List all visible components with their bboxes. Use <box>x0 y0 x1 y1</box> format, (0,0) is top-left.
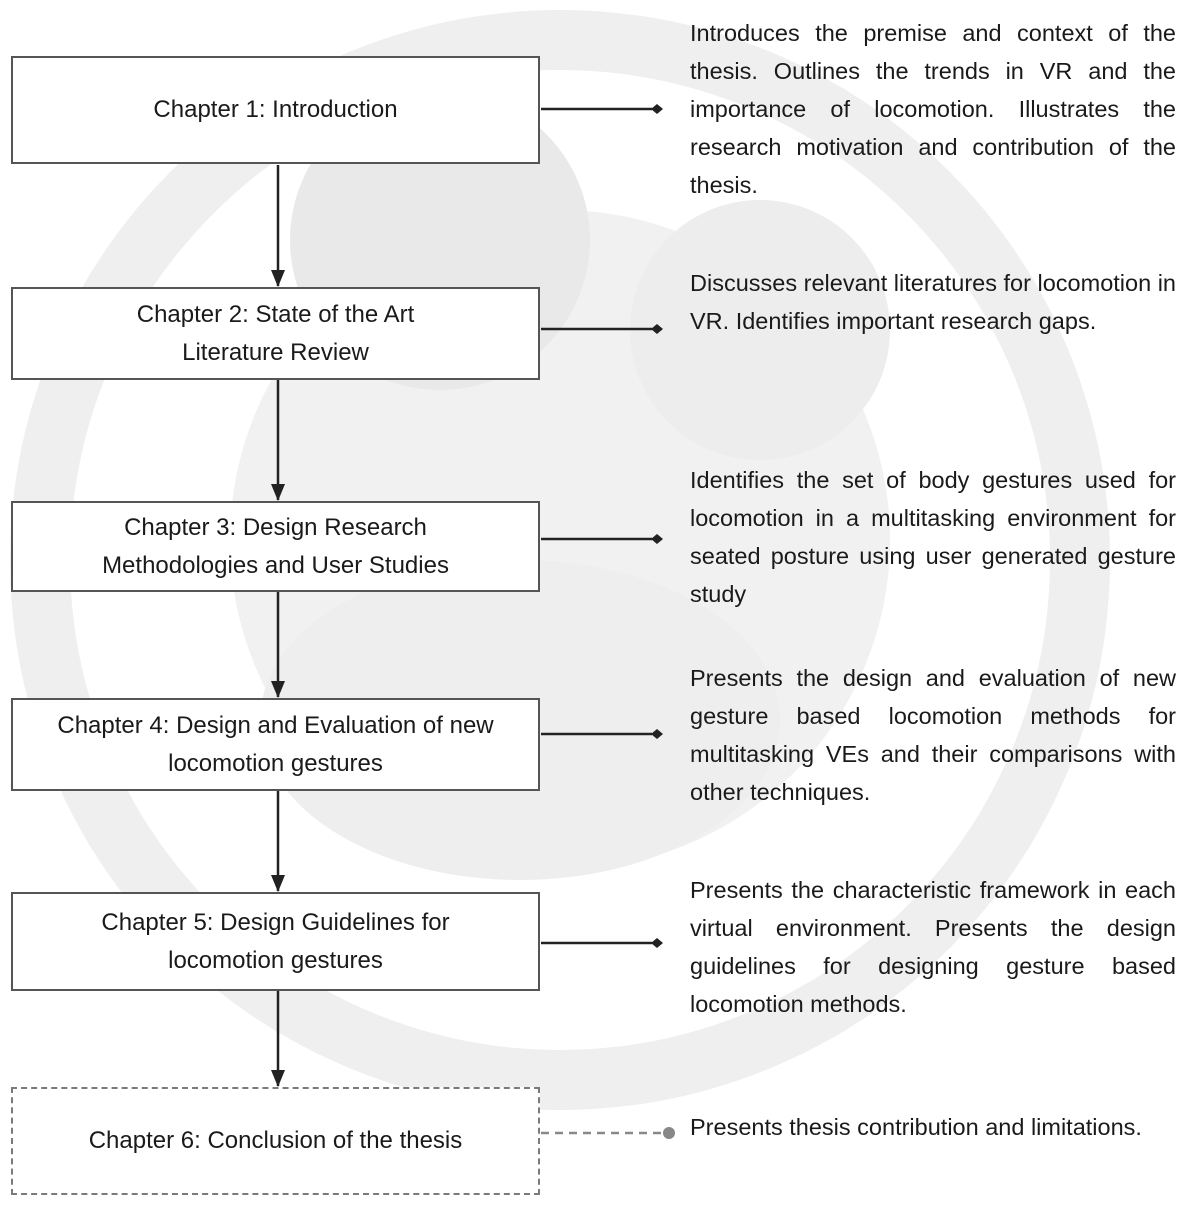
diamond-ch4 <box>651 729 663 739</box>
chapter-1-box: Chapter 1: Introduction <box>11 56 540 164</box>
chapter-5-title: Chapter 5: Design Guidelines for locomot… <box>101 908 450 974</box>
diamond-ch2 <box>651 324 663 334</box>
arrowhead-ch5-ch6 <box>271 1070 285 1087</box>
chapter-2-title: Chapter 2: State of the Art Literature R… <box>136 300 415 366</box>
arrowhead-ch4-ch5 <box>271 875 285 892</box>
chapter-2-description: Discusses relevant literatures for locom… <box>690 270 1176 334</box>
diamond-ch3 <box>651 534 663 544</box>
chapter-4-box: Chapter 4: Design and Evaluation of new … <box>11 698 540 791</box>
diamond-ch5 <box>651 938 663 948</box>
chapter-1-description: Introduces the premise and context of th… <box>690 20 1176 198</box>
chapter-6-title: Chapter 6: Conclusion of the thesis <box>88 1127 463 1154</box>
arrowhead-ch2-ch3 <box>271 484 285 501</box>
arrowhead-ch3-ch4 <box>271 681 285 698</box>
chapter-1-title: Chapter 1: Introduction <box>153 96 398 123</box>
chapter-5-box: Chapter 5: Design Guidelines for locomot… <box>11 892 540 991</box>
chapter-3-description: Identifies the set of body gestures used… <box>690 467 1176 607</box>
chapter-5-description: Presents the characteristic framework in… <box>690 877 1176 1017</box>
chapter-6-box: Chapter 6: Conclusion of the thesis <box>11 1087 540 1195</box>
chapter-4-title: Chapter 4: Design and Evaluation of new … <box>57 711 494 777</box>
arrowhead-ch1-ch2 <box>271 270 285 287</box>
chapter-6-description: Presents thesis contribution and limitat… <box>690 1114 1142 1140</box>
dot-ch6 <box>663 1127 675 1139</box>
chapter-3-box: Chapter 3: Design Research Methodologies… <box>11 501 540 592</box>
chapter-4-description: Presents the design and evaluation of ne… <box>690 665 1176 805</box>
chapter-3-title: Chapter 3: Design Research Methodologies… <box>102 513 449 579</box>
diamond-ch1 <box>651 104 663 114</box>
chapter-2-box: Chapter 2: State of the Art Literature R… <box>11 287 540 380</box>
